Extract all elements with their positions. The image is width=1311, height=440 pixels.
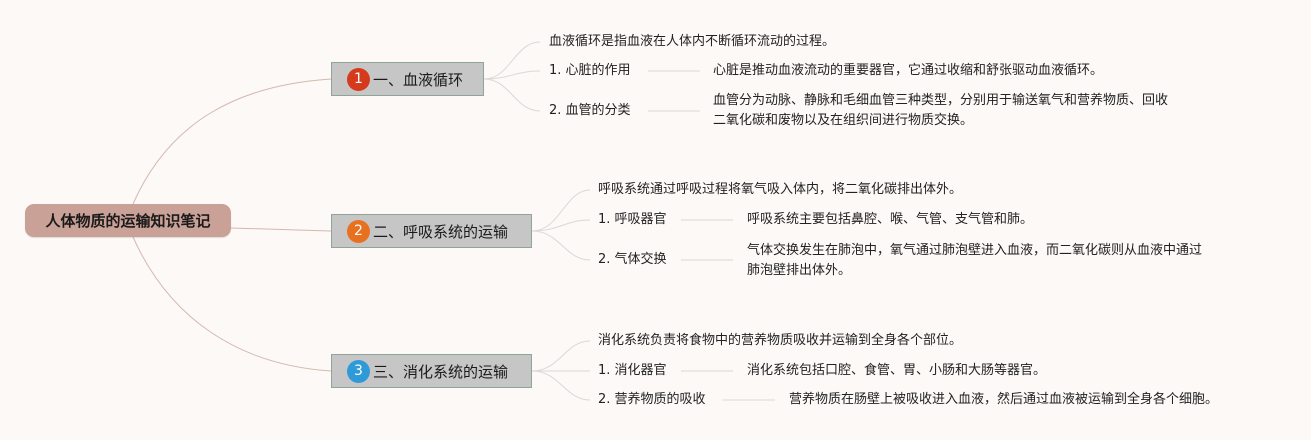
- branch-title: 三、消化系统的运输: [373, 362, 509, 381]
- subtopic-description: 呼吸系统主要包括鼻腔、喉、气管、支气管和肺。: [747, 212, 1034, 227]
- branch-blood-circulation[interactable]: 1 一、血液循环: [331, 62, 484, 96]
- subtopic-label: 2. 气体交换: [598, 252, 667, 267]
- branch-respiratory-transport[interactable]: 2 二、呼吸系统的运输: [331, 214, 532, 248]
- branch-title: 一、血液循环: [373, 70, 464, 89]
- subtopic-description: 血管分为动脉、静脉和毛细血管三种类型，分别用于输送氧气和营养物质、回收 二氧化碳…: [713, 93, 1169, 128]
- branch-title: 二、呼吸系统的运输: [373, 222, 509, 241]
- subtopic-description: 心脏是推动血液流动的重要器官，它通过收缩和舒张驱动血液循环。: [713, 63, 1104, 78]
- section-summary: 呼吸系统通过呼吸过程将氧气吸入体内，将二氧化碳排出体外。: [598, 182, 963, 197]
- number-badge: 1: [347, 67, 370, 91]
- section-summary: 消化系统负责将食物中的营养物质吸收并运输到全身各个部位。: [598, 333, 963, 348]
- root-topic[interactable]: 人体物质的运输知识笔记: [25, 204, 231, 237]
- number-badge: 3: [347, 359, 370, 383]
- root-title: 人体物质的运输知识笔记: [45, 212, 211, 230]
- subtopic-label: 2. 血管的分类: [549, 103, 631, 118]
- subtopic-label: 1. 心脏的作用: [549, 63, 631, 78]
- section-summary: 血液循环是指血液在人体内不断循环流动的过程。: [549, 34, 836, 49]
- subtopic-label: 1. 消化器官: [598, 363, 667, 378]
- branch-digestive-transport[interactable]: 3 三、消化系统的运输: [331, 354, 532, 388]
- number-badge: 2: [347, 219, 370, 243]
- subtopic-label: 1. 呼吸器官: [598, 212, 667, 227]
- subtopic-label: 2. 营养物质的吸收: [598, 392, 706, 407]
- subtopic-description: 消化系统包括口腔、食管、胃、小肠和大肠等器官。: [747, 363, 1047, 378]
- subtopic-description: 营养物质在肠壁上被吸收进入血液，然后通过血液被运输到全身各个细胞。: [789, 392, 1219, 407]
- subtopic-description: 气体交换发生在肺泡中，氧气通过肺泡壁进入血液，而二氧化碳则从血液中通过 肺泡壁排…: [747, 243, 1203, 278]
